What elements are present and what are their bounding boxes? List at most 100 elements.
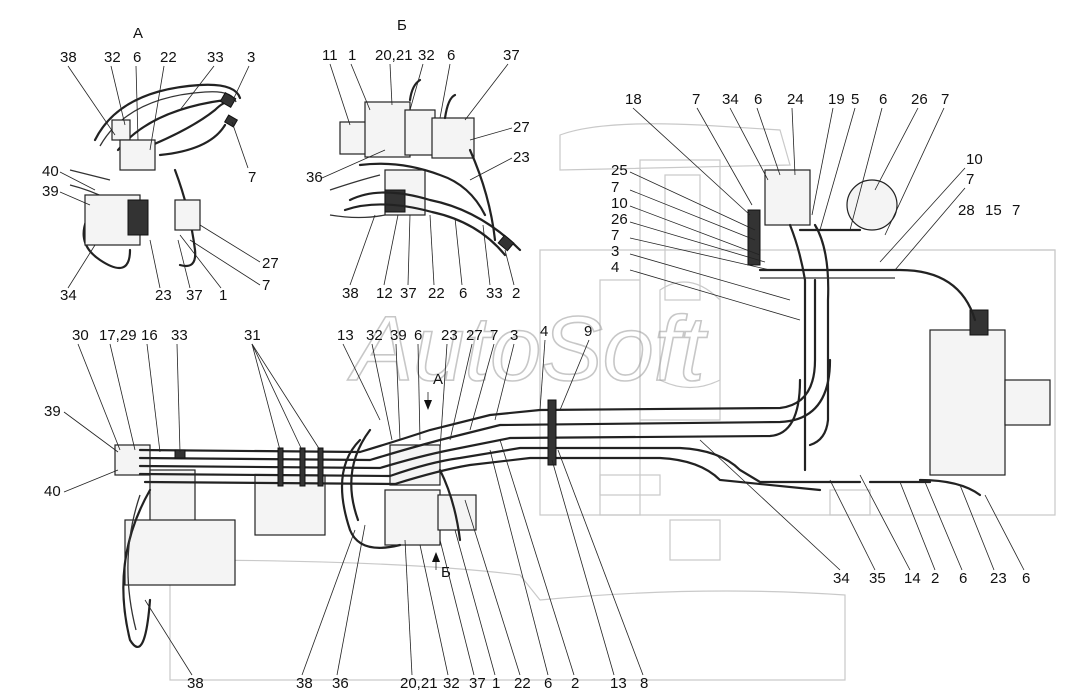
callout-vb-2: 2 (512, 285, 520, 302)
main-assembly: А Б (63, 278, 1025, 676)
callout-r-15: 15 (985, 202, 1002, 219)
m-clamp-13 (547, 399, 557, 466)
vb-distributor (364, 101, 411, 158)
callout-m-16: 16 (141, 327, 158, 344)
callout-r-5: 5 (851, 91, 859, 108)
callout-r-7: 7 (692, 91, 700, 108)
callout-va-6: 6 (133, 49, 141, 66)
callout-b-37: 37 (469, 675, 486, 692)
callout-vb-33: 33 (486, 285, 503, 302)
callout-vb-12: 12 (376, 285, 393, 302)
callout-va-32: 32 (104, 49, 121, 66)
va-bracket (174, 199, 201, 231)
callout-r-7b: 7 (941, 91, 949, 108)
r-valve-24 (764, 169, 811, 226)
background-frame-outlines (169, 123, 1056, 681)
callout-b-2b: 2 (931, 570, 939, 587)
callout-va-23: 23 (155, 287, 172, 304)
callout-va-1: 1 (219, 287, 227, 304)
callout-va-40: 40 (42, 163, 59, 180)
callout-m-23: 23 (441, 327, 458, 344)
va-coupling-7b (223, 114, 239, 128)
callout-b-38b: 38 (296, 675, 313, 692)
callout-r-7d: 7 (1012, 202, 1020, 219)
callout-r-7c: 7 (966, 171, 974, 188)
callout-vb-37: 37 (503, 47, 520, 64)
callout-m-33: 33 (171, 327, 188, 344)
r-flange-26 (846, 179, 898, 231)
callout-r-25: 25 (611, 162, 628, 179)
callout-r-3: 3 (611, 243, 619, 260)
r-pump-right (1004, 379, 1051, 426)
callout-vb-22: 22 (428, 285, 445, 302)
callout-va-39: 39 (42, 183, 59, 200)
callout-b-34: 34 (833, 570, 850, 587)
m-tie-31b (299, 447, 306, 487)
va-fitting-top (111, 119, 131, 141)
va-valve-block (119, 139, 156, 171)
callout-m-39: 39 (390, 327, 407, 344)
callout-m-9: 9 (584, 323, 592, 340)
callout-vb-2021: 20,21 (375, 47, 413, 64)
callout-m-3: 3 (510, 327, 518, 344)
callout-vb-1: 1 (348, 47, 356, 64)
callout-m-39b: 39 (44, 403, 61, 420)
main-arrow-a-label: А (433, 371, 443, 388)
callout-m-13: 13 (337, 327, 354, 344)
callout-va-7b: 7 (262, 277, 270, 294)
callout-r-34: 34 (722, 91, 739, 108)
callout-b-32: 32 (443, 675, 460, 692)
callout-m-7: 7 (490, 327, 498, 344)
callout-r-10b: 10 (611, 195, 628, 212)
right-assembly (629, 107, 1051, 497)
callout-m-6: 6 (414, 327, 422, 344)
callout-r-6: 6 (754, 91, 762, 108)
callout-b-6b: 6 (959, 570, 967, 587)
callout-r-7f: 7 (611, 227, 619, 244)
va-pump-fitting (127, 199, 149, 236)
callout-vb-38: 38 (342, 285, 359, 302)
callout-vb-6b: 6 (459, 285, 467, 302)
callout-vb-23: 23 (513, 149, 530, 166)
m-tie-31c (317, 447, 324, 487)
m-frame-block (124, 519, 236, 586)
callout-b-14: 14 (904, 570, 921, 587)
callout-vb-11: 11 (322, 47, 338, 64)
callout-r-24: 24 (787, 91, 804, 108)
callout-m-27: 27 (466, 327, 483, 344)
callout-va-3: 3 (247, 49, 255, 66)
callout-b-38: 38 (187, 675, 204, 692)
m-valve-lower (384, 489, 441, 546)
va-coupling-7 (219, 91, 237, 109)
callout-m-31: 31 (244, 327, 261, 344)
callout-va-33: 33 (207, 49, 224, 66)
callout-r-18: 18 (625, 91, 642, 108)
callout-r-7e: 7 (611, 179, 619, 196)
callout-r-26: 26 (911, 91, 928, 108)
callout-m-1729: 17,29 (99, 327, 137, 344)
callout-va-22: 22 (160, 49, 177, 66)
callout-b-35: 35 (869, 570, 886, 587)
callout-vb-32: 32 (418, 47, 435, 64)
callout-va-37: 37 (186, 287, 203, 304)
callout-b-6: 6 (544, 675, 552, 692)
callout-b-13: 13 (610, 675, 627, 692)
vb-section (404, 109, 436, 156)
callout-b-23: 23 (990, 570, 1007, 587)
callout-m-32: 32 (366, 327, 383, 344)
callout-r-19: 19 (828, 91, 845, 108)
view-a-title: А (133, 25, 143, 42)
m-tie-31a (277, 447, 284, 487)
watermark-text: AutoSoft (347, 298, 708, 400)
callout-b-22: 22 (514, 675, 531, 692)
view-b-title: Б (397, 17, 407, 34)
callout-vb-37b: 37 (400, 285, 417, 302)
callout-r-4: 4 (611, 259, 619, 276)
callout-r-10: 10 (966, 151, 983, 168)
callout-b-2021: 20,21 (400, 675, 438, 692)
callout-va-27: 27 (262, 255, 279, 272)
callout-r-26b: 26 (611, 211, 628, 228)
